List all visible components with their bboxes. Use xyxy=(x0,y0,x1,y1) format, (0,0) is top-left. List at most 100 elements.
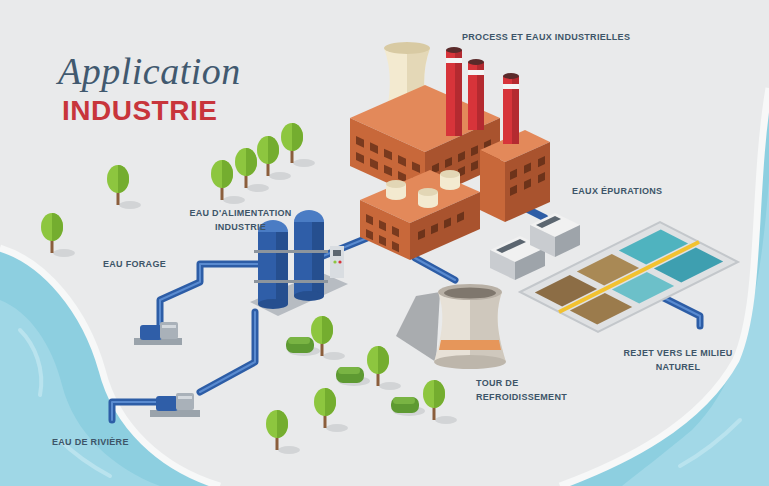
factory-part xyxy=(440,182,460,190)
factory-part xyxy=(386,192,406,200)
area-label: PROCESS ET EAUX INDUSTRIELLES xyxy=(462,30,630,44)
factory-part-part xyxy=(392,241,399,252)
trees-part xyxy=(281,123,315,167)
factory-part-part xyxy=(431,223,438,234)
river-water xyxy=(0,248,220,486)
factory-part-part xyxy=(398,155,406,167)
factory-part-part xyxy=(524,178,531,189)
treatment-plant-part xyxy=(555,225,580,257)
cooling-tower xyxy=(396,284,506,369)
pumps-part xyxy=(156,396,178,411)
treatment-plant-part xyxy=(520,222,738,332)
treatment-plant-part xyxy=(559,242,699,312)
factory-part xyxy=(446,58,462,63)
pumps-part xyxy=(140,325,162,340)
trees-part xyxy=(107,165,141,209)
factory-part-part xyxy=(444,217,451,228)
feed-water-tanks-part xyxy=(276,232,288,304)
right-water-part xyxy=(680,420,740,466)
cooling-tower-part xyxy=(438,284,502,300)
trees-part xyxy=(367,346,401,390)
cooling-tower-part xyxy=(434,292,506,362)
factory-part-part xyxy=(356,152,364,164)
factory-part xyxy=(510,156,545,196)
factory-part-part xyxy=(366,214,373,225)
factory-part-part xyxy=(366,229,373,240)
factory-part-part xyxy=(458,151,465,162)
feed-water-tanks-part xyxy=(333,250,341,256)
diagram-subtitle: INDUSTRIE xyxy=(62,97,217,125)
trees-part xyxy=(423,380,457,424)
factory-part-part xyxy=(445,157,452,168)
factory-part-part xyxy=(392,226,399,237)
pipes-part xyxy=(660,296,700,326)
feed-water-tanks-part xyxy=(294,210,324,222)
pumps-part xyxy=(178,396,192,399)
treatment-plant-part xyxy=(490,250,515,280)
trees-part xyxy=(314,388,348,432)
factory xyxy=(350,42,550,260)
factory-part-part xyxy=(510,185,517,196)
factory-part xyxy=(418,200,438,208)
pumps-part xyxy=(176,393,194,410)
feed-water-tanks-part xyxy=(338,260,341,263)
factory-part-part xyxy=(510,169,517,180)
treatment-plant-part xyxy=(654,248,723,283)
factory-part xyxy=(384,42,430,54)
treatment-plant-part xyxy=(570,293,632,325)
pumps-part xyxy=(160,322,178,339)
cooling-tower-part xyxy=(444,288,496,299)
factory-part-part xyxy=(457,212,464,223)
factory-part-part xyxy=(471,160,478,171)
treatment-plant xyxy=(490,213,738,332)
factory-part xyxy=(503,73,519,79)
trees-part xyxy=(266,410,300,454)
feed-water-tanks-part xyxy=(294,222,324,296)
factory-part-part xyxy=(524,162,531,173)
factory-part xyxy=(366,214,399,252)
feed-water-tanks-part xyxy=(294,291,324,301)
factory-part xyxy=(410,192,480,260)
pipes-part xyxy=(112,236,700,420)
pumps-part xyxy=(162,325,176,328)
treatment-plant-part xyxy=(530,225,555,257)
factory-part xyxy=(386,180,406,188)
factory-part-part xyxy=(370,142,378,154)
area-label: TOUR DE REFROIDISSEMENT xyxy=(476,376,576,405)
feed-water-tanks-part xyxy=(258,299,288,309)
factory-part xyxy=(446,47,462,53)
factory-part xyxy=(446,50,462,136)
feed-water-tanks-part xyxy=(254,250,328,253)
factory-part-part xyxy=(538,156,545,167)
area-label: REJET VERS LE MILIEU NATUREL xyxy=(622,346,734,375)
bushes-part xyxy=(391,397,425,416)
feed-water-tanks-part xyxy=(312,222,324,296)
treatment-plant-part xyxy=(536,216,561,228)
factory-part xyxy=(503,76,519,144)
treatment-plant-part xyxy=(515,248,545,280)
treatment-plant-part xyxy=(612,272,674,304)
factory-part-part xyxy=(384,165,392,177)
bushes-part xyxy=(286,337,320,356)
factory-part xyxy=(468,62,484,130)
cooling-tower-part xyxy=(439,340,501,350)
factory-part-part xyxy=(379,220,386,231)
factory-part xyxy=(418,212,464,240)
factory-part xyxy=(468,59,484,65)
river-water-part xyxy=(0,248,220,486)
feed-water-tanks-part xyxy=(333,260,336,263)
cooling-tower-part xyxy=(470,292,506,362)
factory-part-part xyxy=(384,149,392,161)
feed-water-tanks-part xyxy=(330,246,344,278)
factory-part-part xyxy=(538,172,545,183)
factory-part xyxy=(440,170,460,178)
feed-water-tanks-part xyxy=(258,232,288,304)
factory-part xyxy=(418,188,438,196)
factory-part-part xyxy=(418,229,425,240)
cooling-tower-part xyxy=(434,355,506,369)
factory-part xyxy=(503,84,519,89)
diagram-title: Application xyxy=(58,52,241,90)
river-water-part xyxy=(0,300,160,486)
factory-part xyxy=(505,142,550,222)
